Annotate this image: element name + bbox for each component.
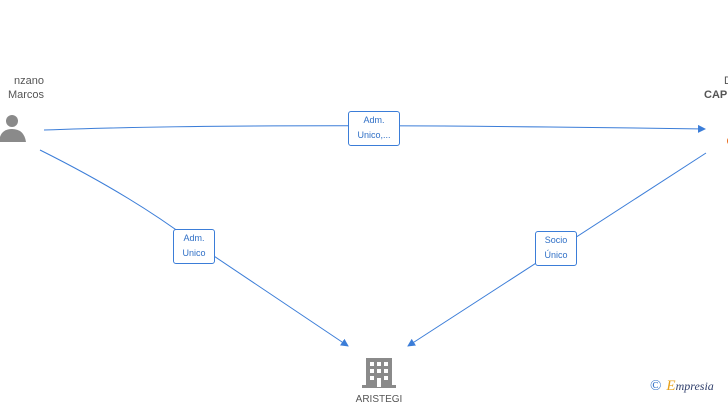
- company-bottom-label: ARISTEGI: [351, 393, 407, 407]
- person-icon: [0, 115, 26, 142]
- edge-top-line: [43, 124, 706, 133]
- brand-rest: mpresia: [675, 379, 714, 393]
- company-right-label: D CAP: [704, 74, 728, 102]
- edge-left-label[interactable]: Adm. Unico: [173, 229, 215, 264]
- edge-left-line2: Unico: [182, 248, 206, 258]
- company-bottom-line1: ARISTEGI: [355, 394, 403, 405]
- edge-top-line2: Unico,...: [357, 130, 391, 140]
- edge-right-line2: Único: [544, 250, 568, 260]
- building-icon: [362, 358, 396, 388]
- edge-right-label[interactable]: Socio Único: [535, 231, 577, 266]
- company-right-line2: CAP: [704, 89, 728, 101]
- edge-left-line1: Adm.: [183, 233, 205, 243]
- empresia-watermark: © Empresia: [650, 378, 714, 395]
- edge-right-line1: Socio: [544, 235, 568, 245]
- edge-top-line1: Adm.: [363, 115, 385, 125]
- person-left-label: nzano Marcos: [0, 74, 44, 102]
- person-left-line2: Marcos: [7, 89, 44, 101]
- company-right-line1: D: [724, 75, 728, 87]
- person-left-line1: nzano: [14, 75, 44, 87]
- copyright-symbol: ©: [650, 378, 662, 394]
- edge-top-label[interactable]: Adm. Unico,...: [348, 111, 400, 146]
- brand-initial: E: [666, 378, 676, 394]
